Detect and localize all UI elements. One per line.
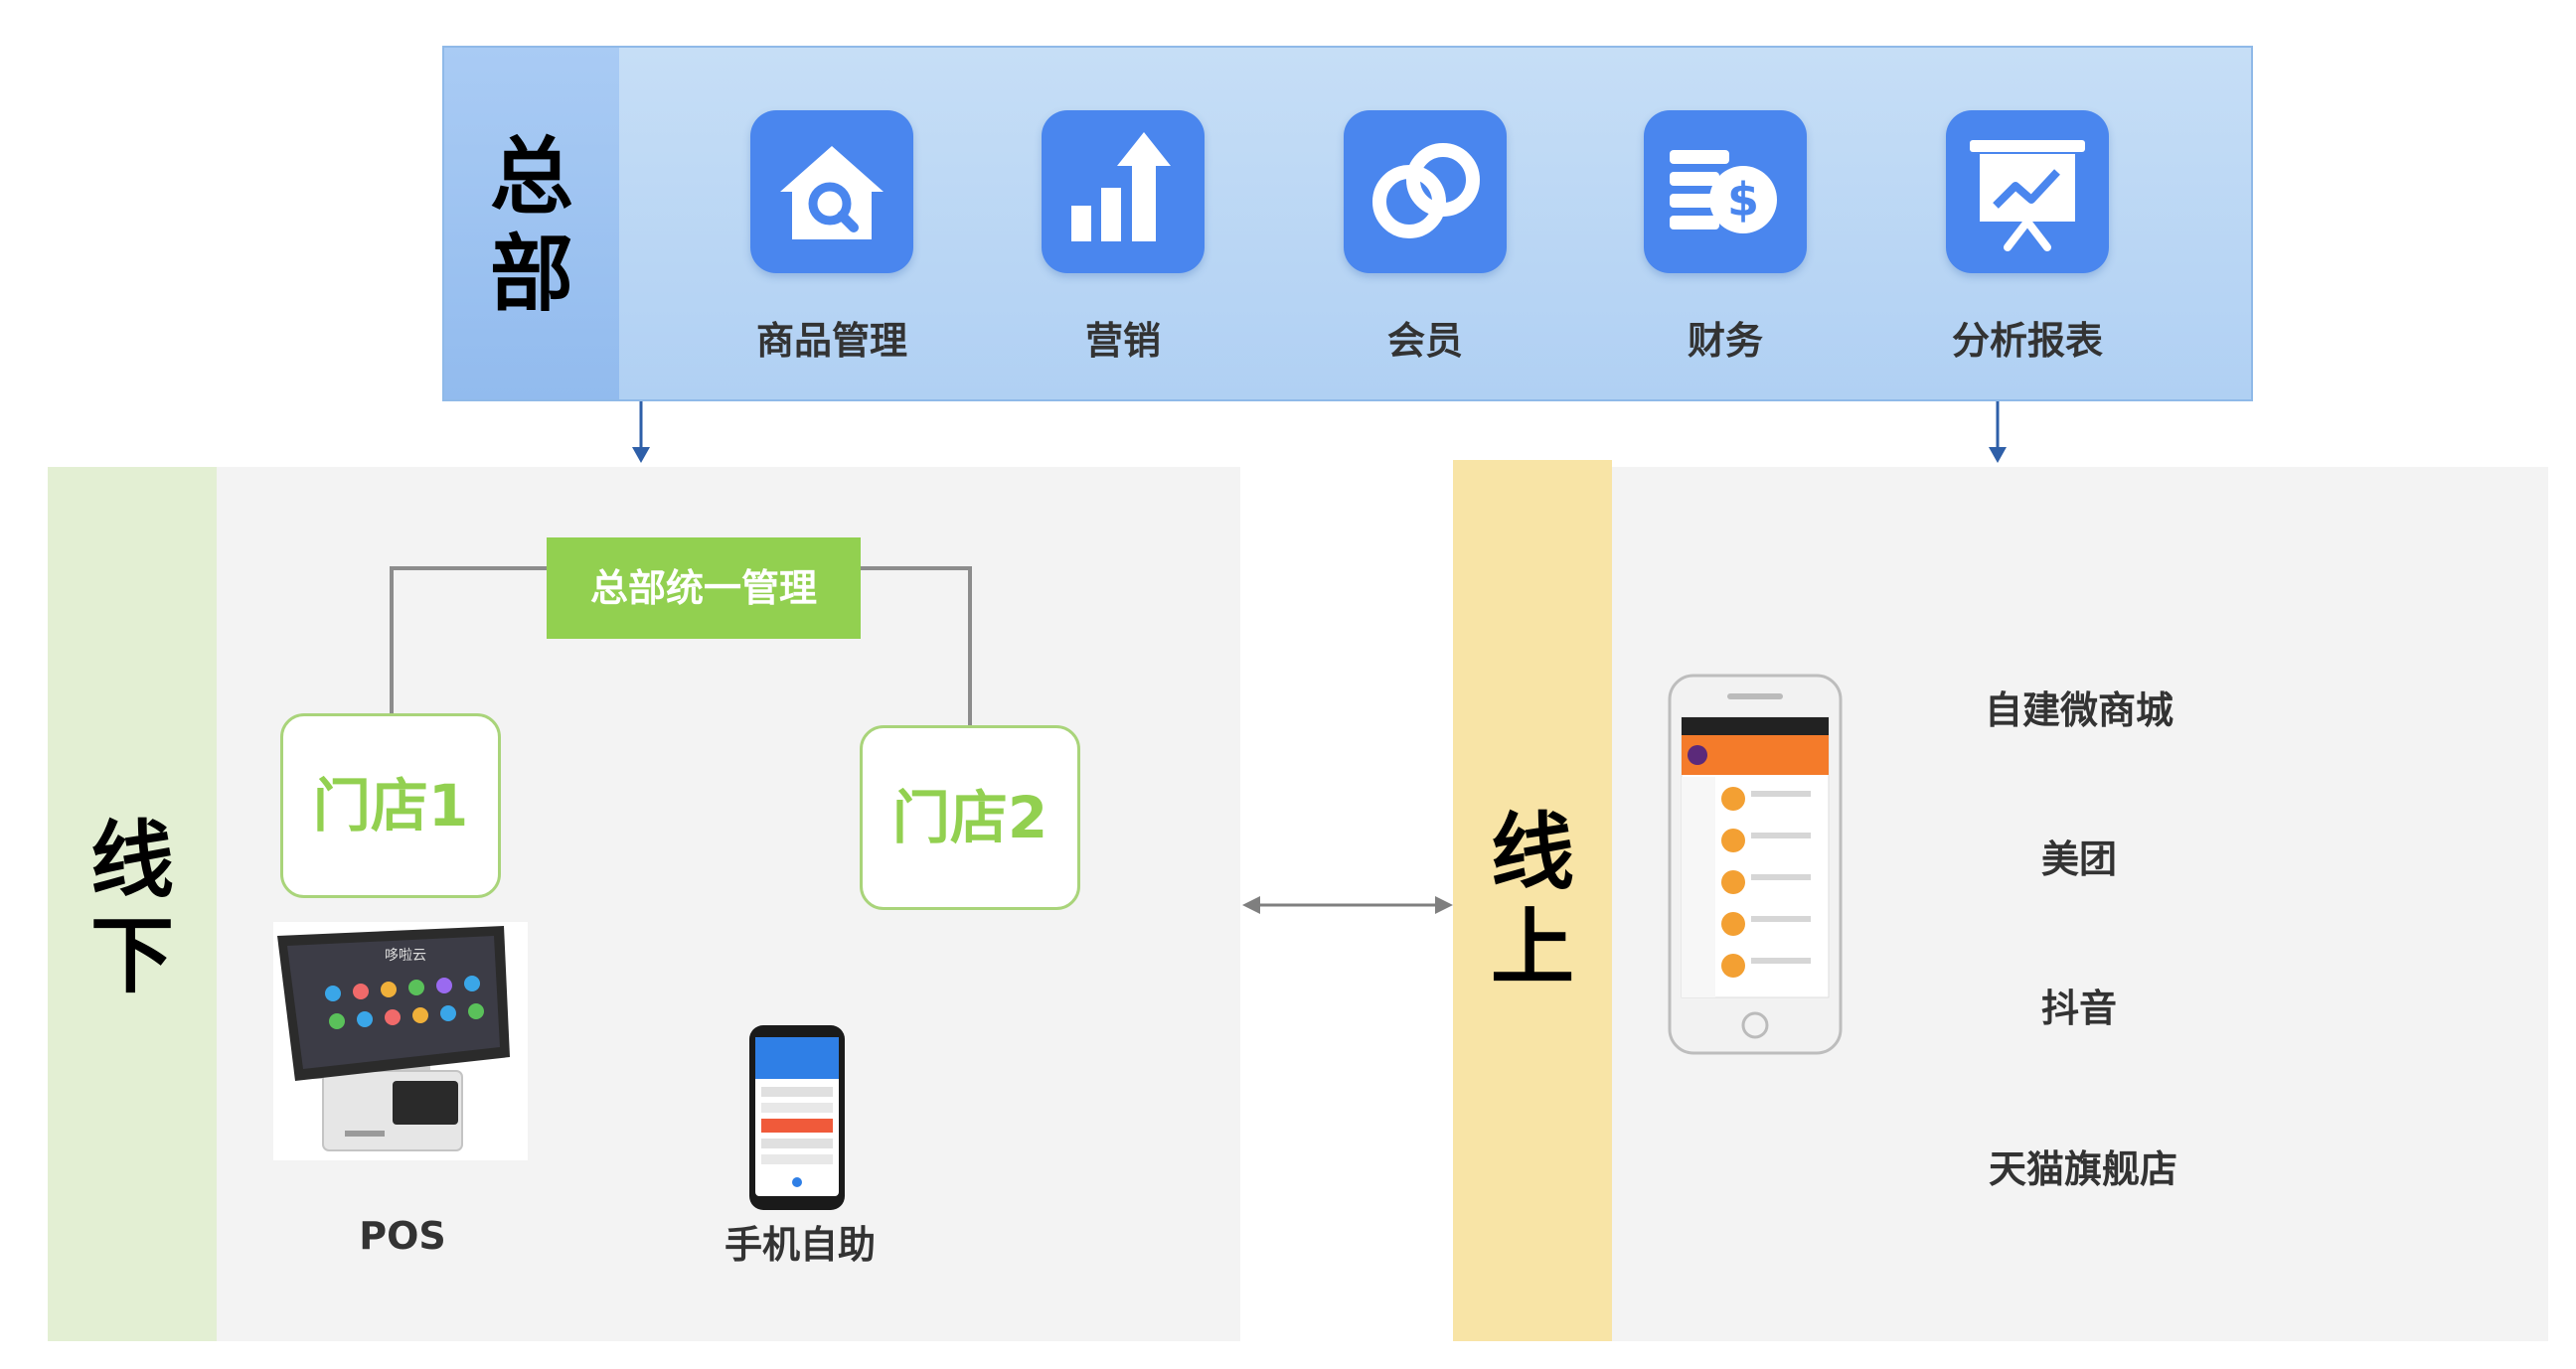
down-arrow-offline xyxy=(632,401,650,463)
online-title-line1: 线 xyxy=(1490,804,1574,901)
store-2-box[interactable]: 门店2 xyxy=(860,725,1080,910)
module-label-member: 会员 xyxy=(1386,319,1463,363)
presentation-chart-icon[interactable] xyxy=(1946,110,2109,273)
svg-text:$: $ xyxy=(1727,173,1759,227)
online-title-line2: 上 xyxy=(1490,899,1574,996)
offline-title-line2: 下 xyxy=(89,907,174,1004)
linked-rings-icon[interactable] xyxy=(1344,110,1507,273)
down-arrow-online xyxy=(1989,401,2007,463)
connector-right-vertical xyxy=(968,566,972,725)
module-label-reports: 分析报表 xyxy=(1951,319,2103,363)
headquarters-title-line1: 总 xyxy=(489,128,573,226)
coin-dollar-icon[interactable]: $ xyxy=(1644,110,1807,273)
central-management-box: 总部统一管理 xyxy=(547,537,861,639)
online-label-strip xyxy=(1453,460,1612,1341)
offline-title-line1: 线 xyxy=(89,812,174,909)
pos-device-image: 哆啦云 xyxy=(273,922,528,1160)
connector-left-horizontal xyxy=(390,566,547,570)
module-label-product: 商品管理 xyxy=(755,319,907,363)
bar-chart-up-icon[interactable] xyxy=(1042,110,1205,273)
store-1-box[interactable]: 门店1 xyxy=(280,713,501,898)
module-label-finance: 财务 xyxy=(1687,319,1763,363)
online-panel xyxy=(1453,467,2548,1341)
module-label-marketing: 营销 xyxy=(1084,319,1161,363)
channel-tmall-flagship[interactable]: 天猫旗舰店 xyxy=(1988,1147,2177,1191)
connector-left-vertical xyxy=(390,566,394,715)
channel-meituan[interactable]: 美团 xyxy=(2040,837,2117,881)
headquarters-title-line2: 部 xyxy=(489,226,573,323)
mobile-self-service-image xyxy=(747,1023,847,1212)
channel-douyin[interactable]: 抖音 xyxy=(2040,987,2117,1030)
connector-right-horizontal xyxy=(861,566,972,570)
online-store-phone-image xyxy=(1668,674,1843,1055)
offline-label-strip xyxy=(48,467,217,1341)
pos-label: POS xyxy=(359,1214,446,1258)
house-search-icon[interactable] xyxy=(750,110,913,273)
bidirectional-arrow xyxy=(1242,896,1453,914)
svg-text:哆啦云: 哆啦云 xyxy=(385,947,426,964)
mobile-self-service-label: 手机自助 xyxy=(724,1223,876,1267)
headquarters-label-column xyxy=(444,48,619,399)
channel-wechat-mall[interactable]: 自建微商城 xyxy=(1984,688,2174,732)
